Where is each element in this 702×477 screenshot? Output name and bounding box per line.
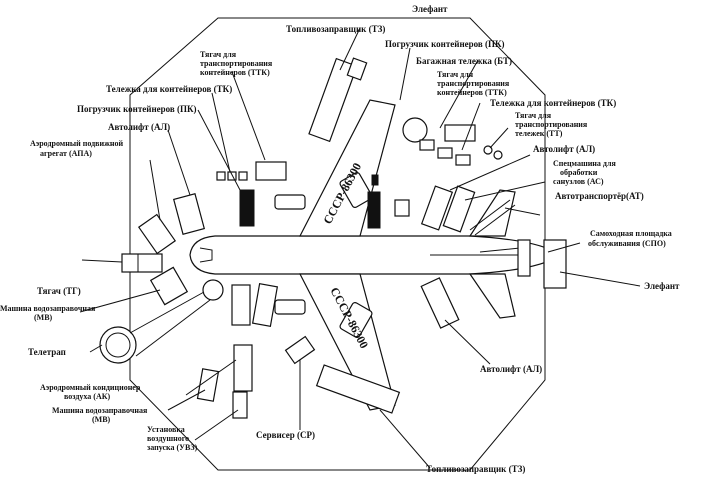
servicer-sr: [284, 335, 316, 365]
engine-lower-inner: [274, 299, 306, 315]
autolift-bottom-left-2: [251, 283, 279, 327]
label-uvz-1: Установка: [147, 425, 185, 434]
label-ttk-right-2: транспортирования: [437, 79, 510, 88]
label-elefant-top: Элефант: [412, 4, 448, 14]
label-tt-1: Тягач для: [515, 111, 552, 120]
stair-unit-upper: [394, 199, 410, 217]
servicing-zone-boundary: [129, 17, 546, 471]
stabilizer-lower: [468, 273, 516, 319]
water-hose-reel: [202, 279, 224, 301]
label-container-loader-left: Погрузчик контейнеров (ПК): [77, 104, 197, 114]
label-ttk-left-1: Тягач для: [200, 50, 237, 59]
fuel-tanker-bottom: [315, 364, 401, 414]
baggage-cart-2: [437, 147, 453, 159]
label-spo-2: обслуживания (СПО): [588, 239, 666, 248]
baggage-cart-3: [455, 154, 471, 166]
label-ak-1: Аэродромный кондиционер: [40, 383, 141, 392]
engine-upper-outer: [339, 172, 373, 208]
label-mv-bottom-2: (МВ): [92, 415, 111, 424]
tug-wheel-2: [493, 150, 503, 160]
elefant-unit: [543, 239, 567, 289]
label-tt-2: транспортирования: [515, 120, 588, 129]
apa-unit: [137, 213, 177, 255]
water-truck-top: [149, 266, 189, 306]
cargo-item-small: [371, 174, 379, 186]
label-mv-top-1: Машина водозаправочная: [0, 304, 96, 313]
leader-lines: [79, 27, 641, 469]
water-truck-bottom: [196, 368, 220, 402]
autolift-bottom-left: [231, 284, 251, 326]
fuel-tanker-top-cab: [346, 57, 368, 81]
label-apa-1: Аэродромный подвижной: [30, 139, 123, 148]
cargo-container-aft: [367, 191, 381, 229]
engine-lower-outer: [339, 302, 373, 338]
label-ttk-right-3: контейнеров (ТТК): [437, 88, 507, 97]
aircraft: СССР-86300 СССР-86300: [189, 99, 562, 411]
container-cart-b: [227, 171, 237, 181]
vehicles: [99, 57, 567, 419]
label-teletrap: Телетрап: [28, 347, 66, 357]
label-as-1: Спецмашина для: [553, 159, 616, 168]
tail-fin: [430, 247, 521, 256]
cockpit-outline: [199, 247, 213, 263]
label-elefant-right: Элефант: [644, 281, 680, 291]
tug-tg: [121, 253, 163, 273]
aircraft-wing-upper: [299, 99, 396, 237]
label-uvz-2: воздушного: [147, 434, 189, 443]
autolift-right-top: [442, 185, 476, 233]
air-start-unit-uvz: [232, 391, 248, 419]
label-autolift-left: Автолифт (АЛ): [108, 122, 170, 132]
label-fuel-tanker-top: Топливозаправщик (ТЗ): [286, 24, 385, 34]
cargo-container-forward: [239, 189, 255, 227]
label-ttk-right-1: Тягач для: [437, 70, 474, 79]
label-ak-2: воздуха (АК): [64, 392, 111, 401]
label-as-3: санузлов (АС): [553, 177, 604, 186]
teletrap-rotunda: [99, 326, 137, 364]
label-container-cart-left: Тележка для контейнеров (ТК): [106, 84, 232, 94]
label-autolift-bottom: Автолифт (АЛ): [480, 364, 542, 374]
autolift-left: [172, 193, 206, 235]
ttk-left: [255, 161, 287, 181]
teletrap-bridge-edge: [129, 291, 205, 334]
label-mv-bottom-1: Машина водозаправочная: [52, 406, 148, 415]
label-uvz-3: запуска (УВЗ): [147, 443, 198, 452]
label-container-cart-right: Тележка для контейнеров (ТК): [490, 98, 616, 108]
conveyor-at: [469, 199, 511, 231]
air-conditioner-ak: [233, 344, 253, 392]
label-at: Автотранспортёр(АТ): [555, 191, 644, 201]
label-baggage-cart: Багажная тележка (БТ): [416, 56, 512, 66]
baggage-cart-1: [419, 139, 435, 151]
label-tt-3: тележек (ТТ): [515, 129, 563, 138]
container-cart-c: [238, 171, 248, 181]
label-ttk-left-3: контейнеров (ТТК): [200, 68, 270, 77]
baggage-cart-loop: [402, 117, 428, 143]
container-cart-a: [216, 171, 226, 181]
service-platform-spo: [517, 239, 531, 277]
label-fuel-tanker-bottom: Топливозаправщик (ТЗ): [426, 464, 525, 474]
label-ttk-left-2: транспортирования: [200, 59, 273, 68]
autolift-right-bottom: [420, 277, 460, 329]
label-tug: Тягач (ТГ): [37, 286, 81, 296]
label-apa-2: агрегат (АПА): [40, 149, 92, 158]
fuel-tanker-top: [308, 57, 358, 143]
sanitation-truck-as: [420, 185, 454, 231]
label-mv-top-2: (МВ): [34, 313, 53, 322]
labels: Элефант Топливозаправщик (ТЗ) Погрузчик …: [0, 4, 680, 474]
label-autolift-right-top: Автолифт (АЛ): [533, 144, 595, 154]
engine-upper-inner: [274, 194, 306, 210]
label-spo-1: Самоходная площадка: [590, 229, 672, 238]
label-container-loader-right: Погрузчик контейнеров (ПК): [385, 39, 505, 49]
label-servicer: Сервисер (СР): [256, 430, 315, 440]
label-as-2: обработки: [560, 168, 598, 177]
